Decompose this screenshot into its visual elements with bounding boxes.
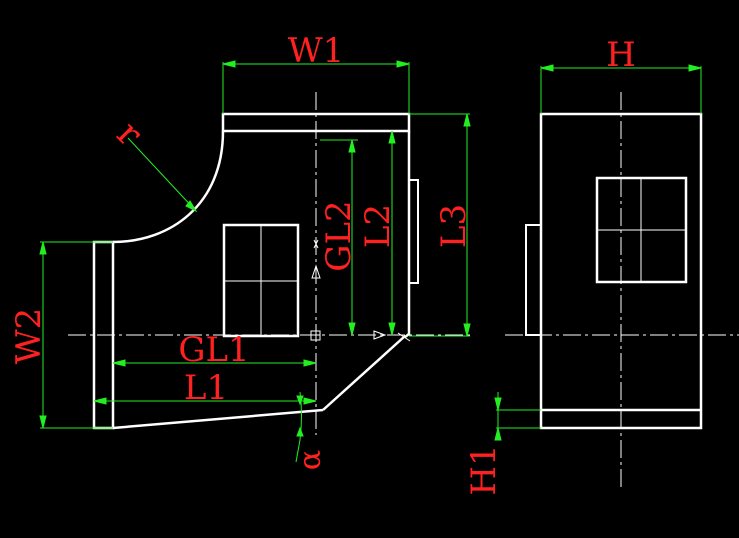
label-gl1: GL1	[178, 330, 249, 370]
label-h: H	[606, 35, 636, 75]
label-alpha: α	[293, 450, 328, 470]
label-gl2: GL2	[319, 200, 359, 271]
side-view-outline	[525, 112, 703, 430]
elbow-centerlines	[68, 92, 470, 435]
label-h1: H1	[464, 444, 504, 495]
center-markers	[310, 239, 411, 342]
label-r: r	[108, 113, 150, 155]
elbow-side-flange	[408, 179, 419, 284]
label-w2: W2	[9, 308, 49, 365]
dimension-labels: W1 H r GL2 L2 L3 W2 GL1 L1 α H1	[9, 31, 636, 496]
dimension-lines	[39, 60, 702, 463]
label-l1: L1	[184, 368, 228, 408]
label-w1: W1	[288, 31, 345, 71]
side-view-centerlines	[505, 92, 739, 490]
label-l2: L2	[358, 204, 398, 248]
elbow-window	[222, 223, 300, 338]
label-l3: L3	[434, 204, 474, 248]
side-view-window	[595, 176, 688, 284]
elbow-outline	[92, 112, 411, 430]
